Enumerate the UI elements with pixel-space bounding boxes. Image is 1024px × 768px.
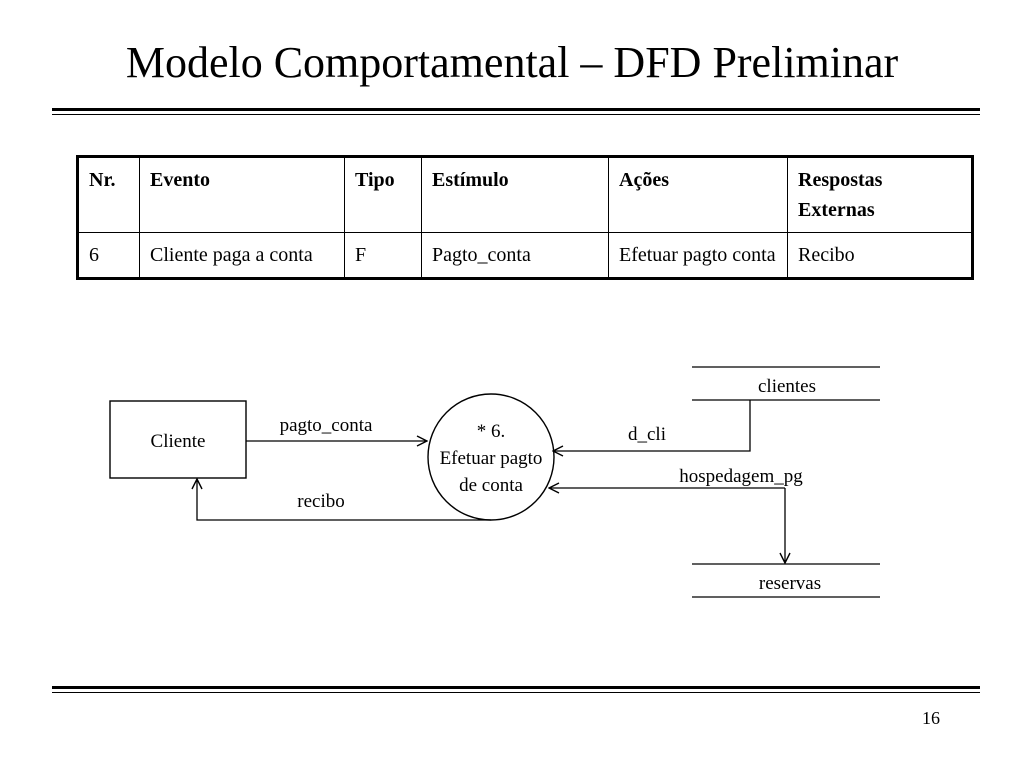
cell-evento: Cliente paga a conta xyxy=(139,232,345,279)
header-evento: Evento xyxy=(139,156,345,233)
cell-tipo: F xyxy=(344,232,422,279)
header-estimulo: Estímulo xyxy=(421,156,609,233)
store-reservas-label: reservas xyxy=(759,573,821,594)
bottom-divider-thin xyxy=(52,692,980,693)
header-acoes: Ações xyxy=(608,156,788,233)
store-clientes-label: clientes xyxy=(758,376,816,397)
flow-d-cli-label: d_cli xyxy=(628,424,666,445)
cell-estimulo: Pagto_conta xyxy=(421,232,609,279)
cell-acoes: Efetuar pagto conta xyxy=(608,232,788,279)
cell-respostas-externas: Recibo xyxy=(787,232,973,279)
slide-title: Modelo Comportamental – DFD Preliminar xyxy=(125,38,899,87)
flow-d-cli-arrow xyxy=(553,400,751,451)
process-name-line1: Efetuar pagto xyxy=(440,448,543,469)
process-name-line2: de conta xyxy=(459,475,523,496)
top-divider xyxy=(52,108,980,111)
page-number: 16 xyxy=(922,708,940,728)
flow-recibo-arrow xyxy=(197,479,491,521)
events-table: Nr. Evento Tipo Estímulo Ações Respostas… xyxy=(76,155,974,280)
external-entity-box xyxy=(109,400,247,479)
external-entity-label: Cliente xyxy=(151,431,206,452)
bottom-divider xyxy=(52,686,980,689)
flow-hospedagem-pg-label: hospedagem_pg xyxy=(679,466,803,487)
process-number: * 6. xyxy=(477,421,506,442)
flow-pagto-conta-label: pagto_conta xyxy=(280,415,373,436)
table-header-row: Nr. Evento Tipo Estímulo Ações Respostas… xyxy=(77,156,973,233)
header-respostas-externas: Respostas Externas xyxy=(787,156,973,233)
flow-recibo-label: recibo xyxy=(297,491,344,512)
top-divider-thin xyxy=(52,114,980,115)
cell-nr: 6 xyxy=(77,232,140,279)
table-row: 6 Cliente paga a conta F Pagto_conta Efe… xyxy=(77,232,973,279)
